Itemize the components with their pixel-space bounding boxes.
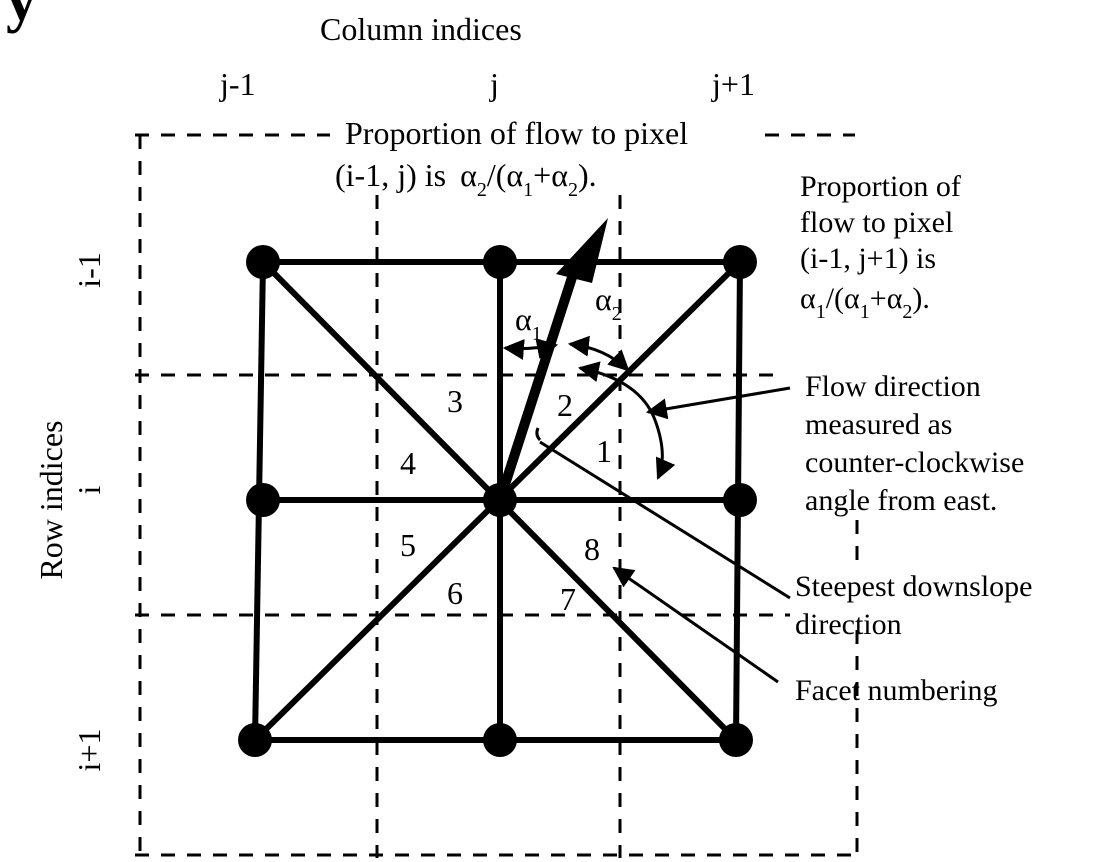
facet-number: 6 bbox=[447, 575, 463, 611]
angle-arcs bbox=[502, 335, 676, 480]
top-caption-line2: (i-1, j) is α2/(α1+α2). bbox=[335, 157, 597, 201]
flow-direction-line: Flow direction bbox=[805, 370, 981, 403]
steepest-pointer bbox=[539, 440, 791, 600]
row-label: i bbox=[71, 485, 107, 494]
flow-direction-line: measured as bbox=[805, 408, 952, 441]
row-label: i+1 bbox=[71, 729, 107, 772]
facet-number: 1 bbox=[596, 433, 612, 469]
right-caption-line4: α1/(α1+α2). bbox=[800, 282, 930, 323]
header-fragment: y bbox=[6, 0, 37, 34]
facet-numbering-pointer bbox=[612, 566, 779, 684]
column-indices-title: Column indices bbox=[320, 11, 522, 47]
node bbox=[238, 723, 272, 757]
alpha1-label: α1 bbox=[515, 301, 542, 345]
right-caption-line1: Proportion of bbox=[800, 170, 961, 203]
alpha1-arc bbox=[502, 338, 559, 360]
flow-arrow-head bbox=[556, 218, 608, 283]
facet-number: 3 bbox=[447, 383, 463, 419]
node bbox=[723, 245, 757, 279]
pixel-nodes bbox=[238, 245, 757, 757]
node bbox=[246, 483, 280, 517]
flow-direction-line: angle from east. bbox=[805, 484, 997, 517]
node bbox=[483, 245, 517, 279]
facet-number: 2 bbox=[557, 387, 573, 423]
node bbox=[483, 723, 517, 757]
node bbox=[719, 723, 753, 757]
facet-number: 5 bbox=[400, 527, 416, 563]
flow-arrow-shaft bbox=[495, 260, 582, 502]
flow-direction-line: counter-clockwise bbox=[805, 446, 1024, 479]
row-indices-title: Row indices bbox=[33, 420, 69, 579]
node bbox=[723, 483, 757, 517]
facet-number: 7 bbox=[560, 581, 576, 617]
flow-angle-arc bbox=[577, 361, 676, 480]
column-label: j bbox=[489, 66, 499, 102]
right-caption-line3: (i-1, j+1) is bbox=[800, 242, 936, 275]
facet-number: 8 bbox=[584, 531, 600, 567]
flow-direction-pointer bbox=[645, 386, 791, 420]
pointer-lines bbox=[539, 386, 791, 684]
row-label: i-1 bbox=[71, 252, 107, 288]
steepest-line: direction bbox=[795, 608, 902, 641]
pixel-grid bbox=[135, 133, 860, 858]
top-caption-line1: Proportion of flow to pixel bbox=[345, 115, 688, 151]
alpha2-label: α2 bbox=[595, 281, 622, 325]
facet-number: 4 bbox=[400, 445, 416, 481]
steepest-tick bbox=[535, 427, 542, 442]
facet-numbering-label: Facet numbering bbox=[795, 674, 997, 707]
column-label: j-1 bbox=[219, 66, 256, 102]
steepest-line: Steepest downslope bbox=[795, 570, 1032, 603]
right-caption-line2: flow to pixel bbox=[800, 206, 953, 239]
column-label: j+1 bbox=[711, 66, 755, 102]
node bbox=[246, 245, 280, 279]
